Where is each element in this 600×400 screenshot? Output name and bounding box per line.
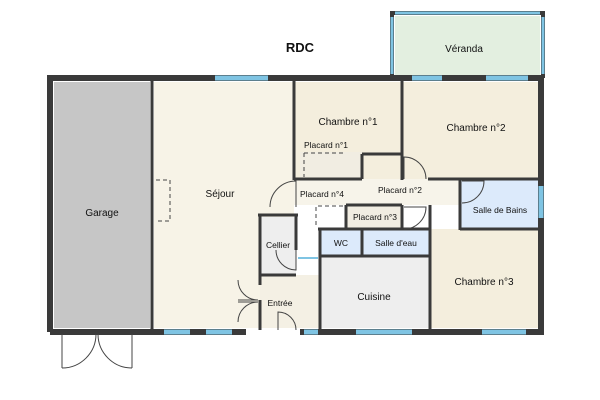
placard-outlines bbox=[156, 152, 360, 225]
placard3-area bbox=[346, 205, 402, 229]
label-cellier: Cellier bbox=[266, 240, 290, 250]
cellier-door bbox=[275, 249, 297, 271]
entree-door-b bbox=[237, 301, 259, 323]
interior-walls bbox=[150, 80, 538, 330]
garage-door-right bbox=[97, 333, 133, 369]
label-salle-de-bains: Salle de Bains bbox=[473, 205, 527, 215]
label-cuisine: Cuisine bbox=[357, 292, 391, 303]
entree-area bbox=[260, 275, 320, 328]
chambre2-area bbox=[402, 82, 538, 179]
garage-area bbox=[54, 82, 150, 328]
salle-deau-area bbox=[362, 230, 430, 256]
label-salle-deau: Salle d'eau bbox=[375, 238, 417, 248]
windows bbox=[164, 11, 545, 335]
plan-title: RDC bbox=[286, 40, 315, 55]
salledeau-door bbox=[403, 206, 427, 230]
cellier-area bbox=[260, 217, 296, 275]
entree-door bbox=[237, 279, 259, 301]
front-door bbox=[277, 311, 297, 331]
label-entree: Entrée bbox=[267, 298, 292, 308]
label-veranda: Véranda bbox=[445, 44, 483, 55]
label-placard1: Placard n°1 bbox=[304, 140, 348, 150]
garage-door-left bbox=[61, 333, 97, 369]
wc-area bbox=[320, 230, 362, 256]
cuisine-area bbox=[320, 256, 430, 328]
label-wc: WC bbox=[334, 238, 348, 248]
placard1-area bbox=[300, 152, 362, 179]
label-chambre3: Chambre n°3 bbox=[454, 277, 513, 288]
label-chambre2: Chambre n°2 bbox=[446, 123, 505, 134]
chambre3-area bbox=[430, 229, 538, 328]
label-garage: Garage bbox=[85, 208, 119, 219]
label-placard3: Placard n°3 bbox=[353, 212, 397, 222]
salle-de-bains-area bbox=[460, 179, 538, 229]
labels: RDC Véranda Garage Séjour Chambre n°1 Ch… bbox=[85, 40, 527, 308]
sejour-fireplace bbox=[156, 179, 171, 222]
veranda-area bbox=[395, 16, 540, 78]
sejour-door bbox=[269, 180, 297, 208]
sdb-door bbox=[461, 180, 485, 204]
label-placard4: Placard n°4 bbox=[300, 189, 344, 199]
chambre2-door bbox=[403, 156, 427, 180]
label-sejour: Séjour bbox=[206, 189, 236, 200]
hall-area bbox=[294, 179, 462, 205]
label-chambre1: Chambre n°1 bbox=[318, 117, 377, 128]
doors bbox=[61, 156, 485, 369]
room-fills bbox=[54, 16, 540, 328]
label-placard2: Placard n°2 bbox=[378, 185, 422, 195]
